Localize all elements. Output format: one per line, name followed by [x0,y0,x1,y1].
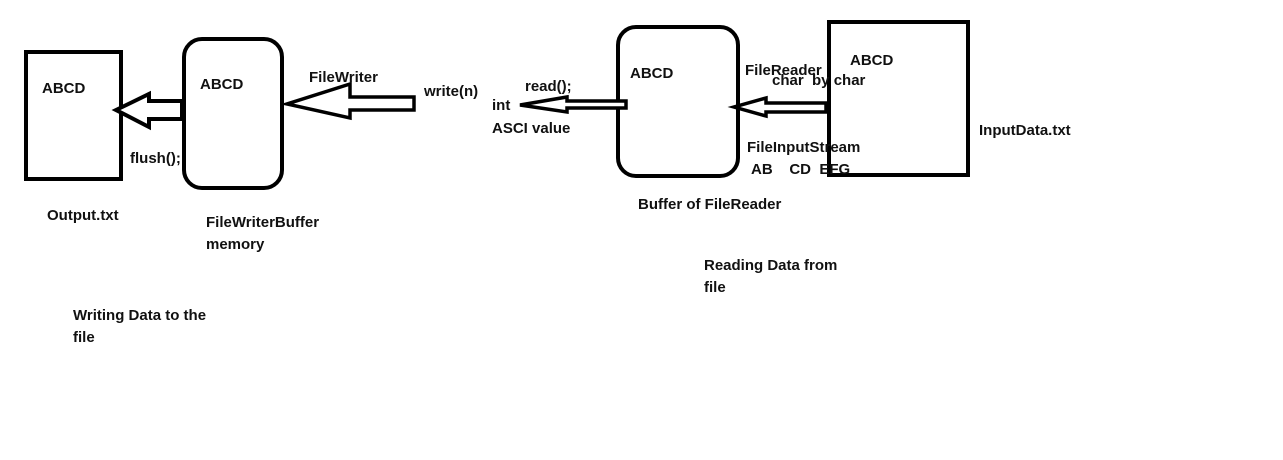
filereader-label: FileReader [745,62,822,79]
input-file-caption: InputData.txt [979,122,1071,139]
fileinputstream-label: FileInputStream [747,139,861,156]
writing-note-line1: Writing Data to the [73,307,207,324]
writer-buffer-caption-line1: FileWriterBuffer [206,214,320,231]
chunks-label: AB CD EFG [751,161,851,178]
output-file-caption: Output.txt [47,207,119,224]
filereader-buffer-box [616,25,740,178]
filewriter-label: FileWriter [309,69,378,86]
reader-buffer-caption: Buffer of FileReader [638,196,782,213]
asci-value-label: ASCI value [492,120,571,137]
reader-buffer-text: ABCD [630,65,674,82]
char-by-char-label: char by char [772,72,866,89]
input-box-text: ABCD [850,52,894,69]
writer-buffer-caption-line2: memory [206,236,265,253]
writer-buffer-text: ABCD [200,76,244,93]
filewriter-buffer-box [182,37,284,190]
input-file-box [827,20,970,177]
flush-arrow [111,90,184,131]
read-label: read(); [525,78,572,95]
read-arrow [519,94,628,115]
write-arrow [280,81,416,121]
reading-note-line1: Reading Data from [704,257,838,274]
write-label: write(n) [424,83,479,100]
char-by-char-arrow [727,95,828,119]
int-label: int [492,97,511,114]
output-file-box [24,50,123,181]
writing-note-line2: file [73,329,95,346]
output-box-text: ABCD [42,80,86,97]
reading-note-line2: file [704,279,726,296]
flush-label: flush(); [130,150,181,167]
